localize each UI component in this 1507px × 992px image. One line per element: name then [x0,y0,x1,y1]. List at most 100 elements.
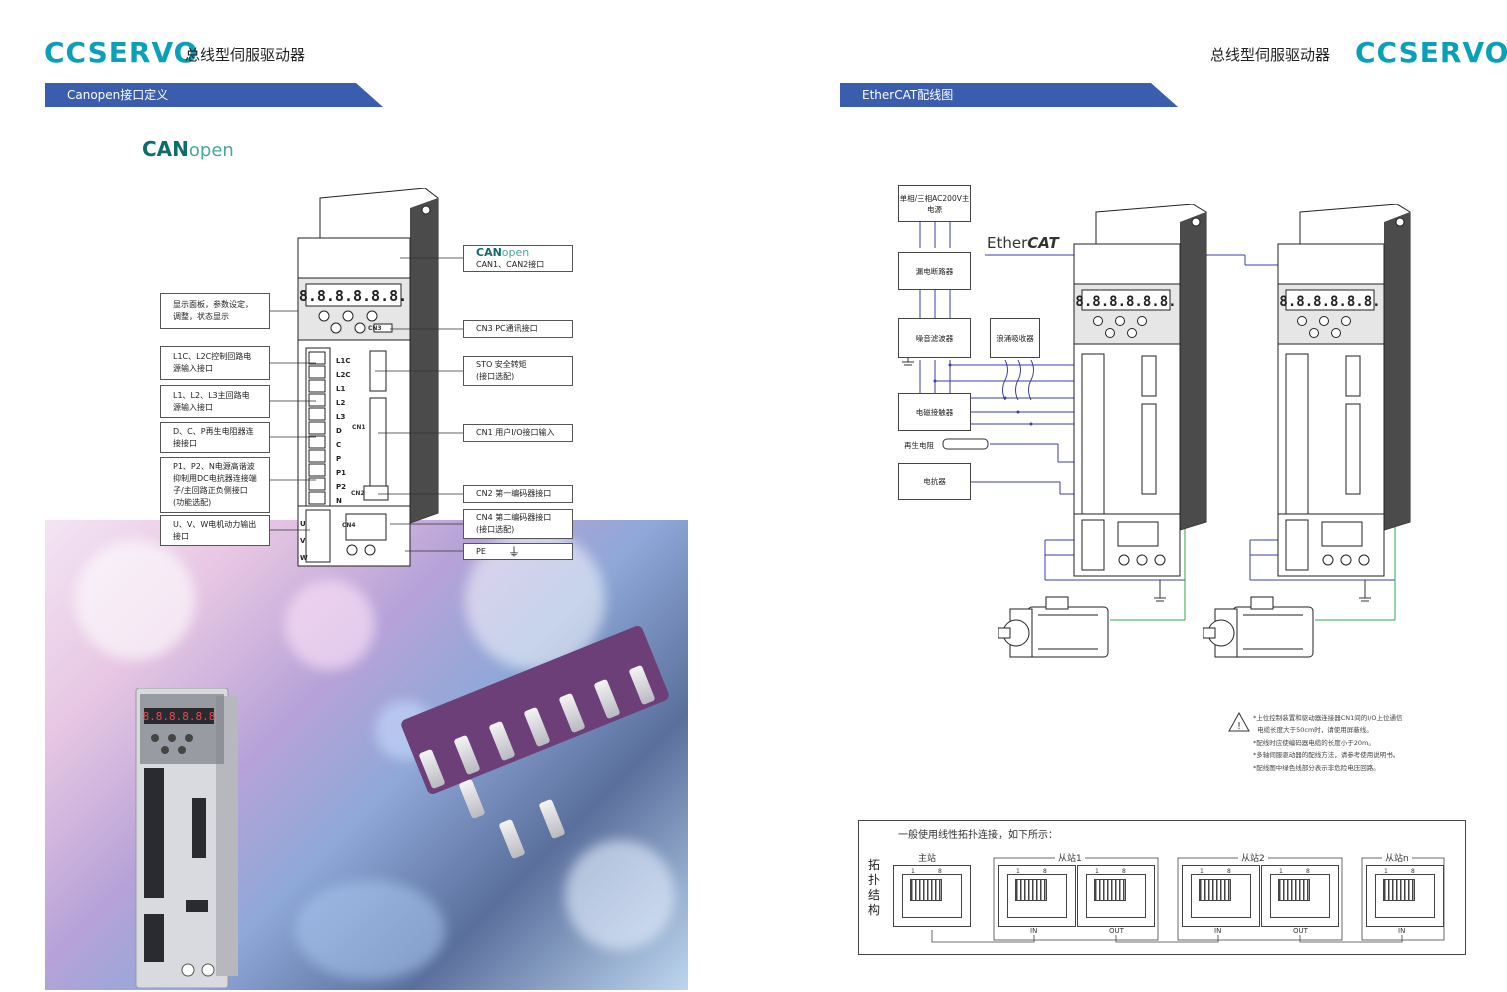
svg-text:8.8.8.8.8.8.: 8.8.8.8.8.8. [1075,294,1176,310]
brand-logo-left: CCSERVO [44,36,199,69]
note-5: *配线图中绿色线部分表示非危险电压回路。 [1253,763,1380,772]
section-bar-right: EtherCAT配线图 [840,83,1178,107]
callout-display-panel: 显示面板，参数设定，调整，状态显示 [160,293,270,329]
port-slave1-out-pin-last: 8 [1122,868,1126,875]
port-slave2-out: 1 8 [1261,865,1339,927]
ethercat-logo: EtherCAT [987,234,1059,252]
cn3-label: CN3 [368,325,382,332]
port-slave2-in: 1 8 [1182,865,1260,927]
port-master: 1 8 [893,865,971,927]
cn1-label: CN1 [352,424,366,431]
terminal-uvw-left: U V W [300,516,308,567]
canopen-logo-bold: CAN [142,137,189,161]
port-slave1-out-pins [1094,879,1126,901]
terminal-p2: P2 [336,483,347,491]
servo-drive-diagram-1: 8.8.8.8.8.8. [1073,204,1207,577]
callout-dc-reactor: P1、P2、N电源高谐波抑制用DC电抗器连接端子/主回路正负侧接口(功能选配) [160,457,270,513]
port-slave1-in: 1 8 [998,865,1076,927]
callout-cn4-title: CN4 第二编码器接口 [476,513,552,522]
terminal-l3: L3 [336,413,346,421]
callout-control-power: L1C、L2C控制回路电源输入接口 [160,346,270,380]
cn4-label: CN4 [342,522,356,529]
svg-text:8.8.8.8.8.8: 8.8.8.8.8.8 [143,710,216,723]
ethercat-logo-light: Ether [987,234,1028,252]
port-master-pin-first: 1 [911,868,915,875]
tag-slave2-out: OUT [1291,927,1310,935]
terminal-l2: L2 [336,399,346,407]
port-slaven-in-jack [1375,874,1435,918]
terminal-p: P [336,455,342,463]
cn2-label: CN2 [351,490,365,497]
port-slave2-out-pin-first: 1 [1279,868,1283,875]
callout-cn4-sub: (接口选配) [476,525,515,534]
canopen-logo: CANopen [142,137,234,161]
note-2: 电缆长度大于50cm时，请使用屏蔽线。 [1253,726,1373,735]
warning-icon: ! [1228,712,1250,732]
box-noise-filter: 噪音滤波器 [898,318,971,358]
terminal-n: N [336,497,342,505]
box-surge-absorber: 浪涌吸收器 [990,318,1040,358]
port-master-pin-last: 8 [938,868,942,875]
port-slave2-out-pins [1278,879,1310,901]
ground-icon: ⏚ [507,544,520,559]
node-slave-1: 从站1 [1055,851,1085,864]
callout-sto: STO 安全转矩 (接口选配) [463,356,573,386]
port-slaven-in-pins [1383,879,1415,901]
callout-can-logo: CANopen [476,245,560,259]
topology-frame [858,820,1466,955]
callout-can-interface: CANopen CAN1、CAN2接口 [463,245,573,272]
label-regen-resistor: 再生电阻 [904,441,934,450]
terminal-u: U [300,520,306,528]
port-slave1-in-jack [1007,874,1067,918]
svg-text:8.8.8.8.8.8.: 8.8.8.8.8.8. [299,287,407,305]
callout-sto-title: STO 安全转矩 [476,360,527,369]
terminal-p1: P1 [336,469,347,477]
tag-slave1-out: OUT [1107,927,1126,935]
node-master: 主站 [915,851,940,864]
warning-symbol: ! [1237,721,1241,732]
note-4: *多轴伺服驱动器的配线方法，请参考使用说明书。 [1253,751,1400,760]
topology-side-label: 拓扑结构 [868,858,881,917]
canopen-logo-light: open [188,140,234,161]
terminal-l2c: L2C [336,371,351,379]
tag-slave1-in: IN [1028,927,1040,935]
callout-cn1: CN1 用户I/O接口输入 [463,424,573,442]
note-1: *上位控制装置和驱动器连接器CN1间的I/O上位通信 [1253,714,1403,722]
port-slave2-in-pins [1199,879,1231,901]
callout-cn3: CN3 PC通讯接口 [463,320,573,338]
tag-slave2-in: IN [1212,927,1224,935]
callout-motor-output: U、V、W电机动力输出接口 [160,515,270,546]
brand-logo-right: CCSERVO [1355,36,1507,69]
port-slave1-in-pin-first: 1 [1016,868,1020,875]
svg-text:8.8.8.8.8.8.: 8.8.8.8.8.8. [1279,294,1380,310]
servo-drive-diagram-2: 8.8.8.8.8.8. [1277,204,1411,577]
topology-heading: 一般使用线性拓扑连接，如下所示： [898,830,1058,841]
port-slave2-out-jack [1270,874,1330,918]
section-bar-left: Canopen接口定义 [45,83,383,107]
port-slave2-in-jack [1191,874,1251,918]
callout-pe: PE ⏚ [463,543,573,560]
terminal-v: V [300,537,306,545]
servo-motor-1 [998,596,1109,658]
page-title-left: 总线型伺服驱动器 [185,46,306,64]
callout-can-bold: CAN [476,245,502,259]
callout-cn4: CN4 第二编码器接口 (接口选配) [463,509,573,539]
terminal-c: C [336,441,342,449]
node-slave-n: 从站n [1382,851,1412,864]
page-title-right: 总线型伺服驱动器 [1210,46,1331,64]
tag-slaven-in: IN [1396,927,1408,935]
terminal-l1: L1 [336,385,346,393]
callout-can-desc: CAN1、CAN2接口 [476,259,545,269]
box-main-power: 单相/三相AC200V主电源 [898,185,971,222]
callout-main-power: L1、L2、L3主回路电源输入接口 [160,385,270,418]
terminal-w: W [300,554,308,562]
port-slave2-out-pin-last: 8 [1306,868,1310,875]
port-slave1-in-pins [1015,879,1047,901]
port-slaven-in: 1 8 [1366,865,1444,927]
port-slave1-in-pin-last: 8 [1043,868,1047,875]
port-slave1-out: 1 8 [1077,865,1155,927]
node-slave-2: 从站2 [1238,851,1268,864]
